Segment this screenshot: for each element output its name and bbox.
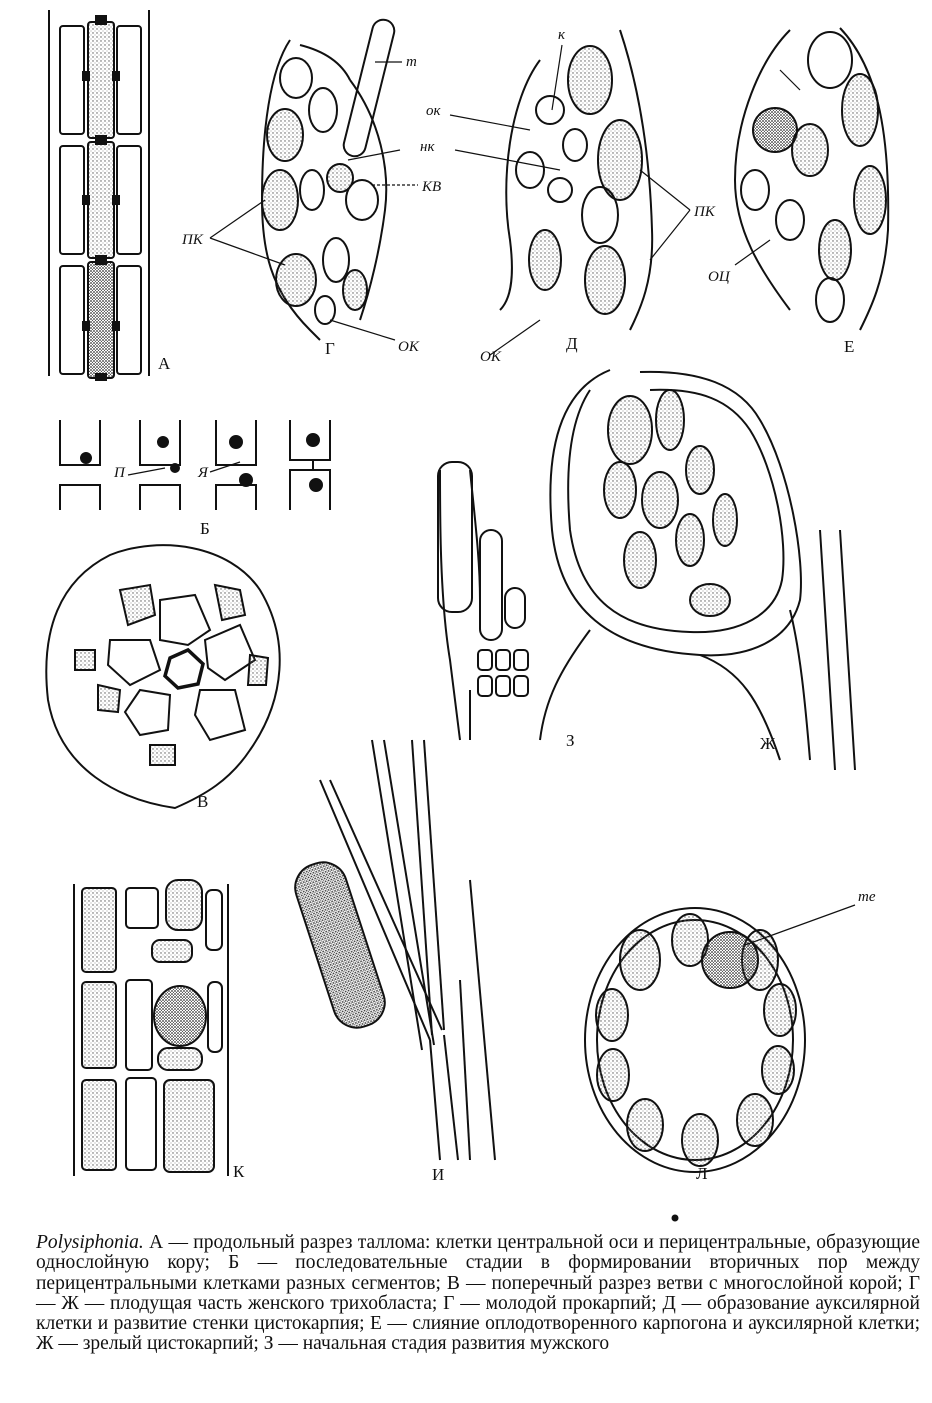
- panel-e-label: Е: [844, 337, 855, 356]
- panel-e-drawing: [733, 27, 890, 331]
- annotation-ya: Я: [198, 465, 208, 481]
- annotation-p: П: [114, 465, 125, 481]
- annotation-oc: ОЦ: [708, 269, 730, 285]
- panel-k-label: К: [233, 1162, 245, 1181]
- panel-d-drawing: [449, 29, 691, 356]
- caption-taxon: Polysiphonia.: [36, 1232, 144, 1253]
- annotation-t: т: [406, 54, 417, 70]
- panel-b-drawing: [59, 420, 331, 510]
- annotation-k-d: к: [558, 27, 566, 43]
- figure-drawings: [45, 10, 890, 1222]
- panel-z-label: З: [566, 731, 575, 750]
- annotation-te: те: [858, 889, 876, 905]
- panel-a-label: А: [158, 354, 171, 373]
- panel-zh-label: Ж: [760, 734, 776, 753]
- panel-i-label: И: [432, 1165, 445, 1184]
- panel-zh-drawing: [549, 369, 856, 771]
- panel-g-drawing: [209, 18, 418, 341]
- panel-z-drawing: [437, 461, 591, 741]
- panel-a-drawing: [48, 10, 150, 381]
- panel-b-label: Б: [200, 519, 210, 538]
- figure-plate: А Б В Г Д Е Ж З И К Л т ОК нк КВ ПК к ок…: [45, 10, 890, 1222]
- figure-caption: Polysiphonia. А — продольный разрез талл…: [36, 1232, 920, 1355]
- annotation-kv: КВ: [422, 179, 442, 195]
- panel-l-label: Л: [696, 1164, 708, 1183]
- panel-l-drawing: [584, 904, 856, 1173]
- panel-d-label: Д: [566, 334, 578, 353]
- annotation-pk-g: ПК: [182, 232, 203, 248]
- annotation-ok-d: ок: [426, 103, 441, 119]
- panel-k-drawing: [73, 879, 229, 1176]
- annotation-pk-d: ПК: [694, 204, 715, 220]
- annotation-ok-g: ОК: [398, 339, 419, 355]
- annotation-nk: нк: [420, 139, 435, 155]
- caption-text: А — продольный разрез таллома: клетки це…: [36, 1232, 920, 1355]
- panel-i-drawing: [294, 739, 496, 1161]
- panel-v-drawing: [45, 544, 281, 810]
- annotation-ok-d2: ОК: [480, 349, 501, 365]
- panel-g-label: Г: [325, 339, 335, 358]
- panel-v-label: В: [197, 792, 209, 811]
